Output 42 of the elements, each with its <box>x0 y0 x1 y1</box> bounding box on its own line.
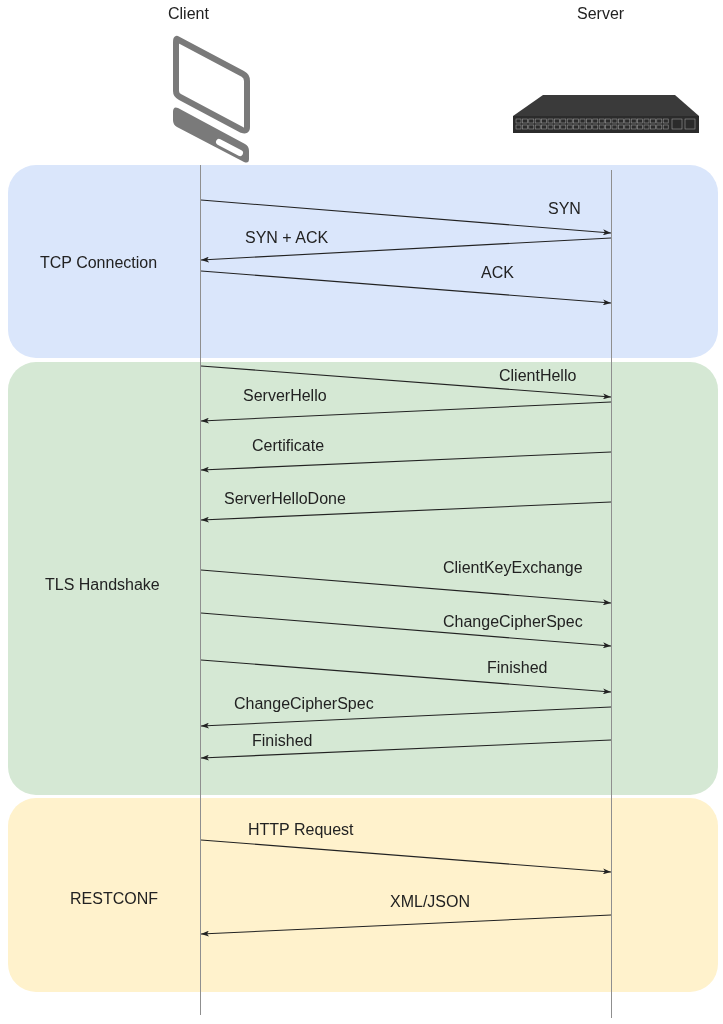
message-label: ChangeCipherSpec <box>234 695 374 713</box>
message-arrow <box>200 739 612 761</box>
message-label: SYN + ACK <box>245 229 329 247</box>
message-label: ClientHello <box>499 367 577 385</box>
message-arrow <box>200 270 612 306</box>
lifeline <box>200 362 201 795</box>
lifeline <box>200 798 201 992</box>
message-arrow <box>200 569 612 606</box>
phase-band <box>8 362 718 795</box>
message-label: ServerHelloDone <box>224 490 346 508</box>
message-arrow <box>200 659 612 695</box>
message-arrow <box>200 706 612 729</box>
participant-label: Client <box>168 5 209 23</box>
message-arrow <box>200 451 612 473</box>
message-label: ACK <box>481 264 514 282</box>
phase-band <box>8 165 718 358</box>
message-label: ClientKeyExchange <box>443 559 583 577</box>
lifeline <box>611 362 612 795</box>
message-label: ChangeCipherSpec <box>443 613 583 631</box>
message-label: Finished <box>252 732 313 750</box>
message-label: XML/JSON <box>390 893 470 911</box>
message-label: ServerHello <box>243 387 327 405</box>
phase-label: RESTCONF <box>70 890 158 908</box>
phase-band <box>8 798 718 992</box>
lifeline <box>200 165 201 358</box>
message-arrow <box>200 914 612 937</box>
message-arrow <box>200 237 612 263</box>
message-label: HTTP Request <box>248 821 354 839</box>
message-label: Certificate <box>252 437 325 455</box>
lifeline <box>611 170 612 358</box>
message-arrow <box>200 612 612 649</box>
message-arrow <box>200 839 612 875</box>
message-arrow <box>200 501 612 523</box>
message-arrow <box>200 401 612 424</box>
phase-label: TCP Connection <box>40 254 158 272</box>
message-label: SYN <box>548 200 581 218</box>
message-arrow <box>200 365 612 400</box>
participant-label: Server <box>577 5 625 23</box>
message-arrow <box>200 199 612 236</box>
lifeline <box>611 798 612 992</box>
message-label: Finished <box>487 659 548 677</box>
phase-label: TLS Handshake <box>45 576 160 594</box>
